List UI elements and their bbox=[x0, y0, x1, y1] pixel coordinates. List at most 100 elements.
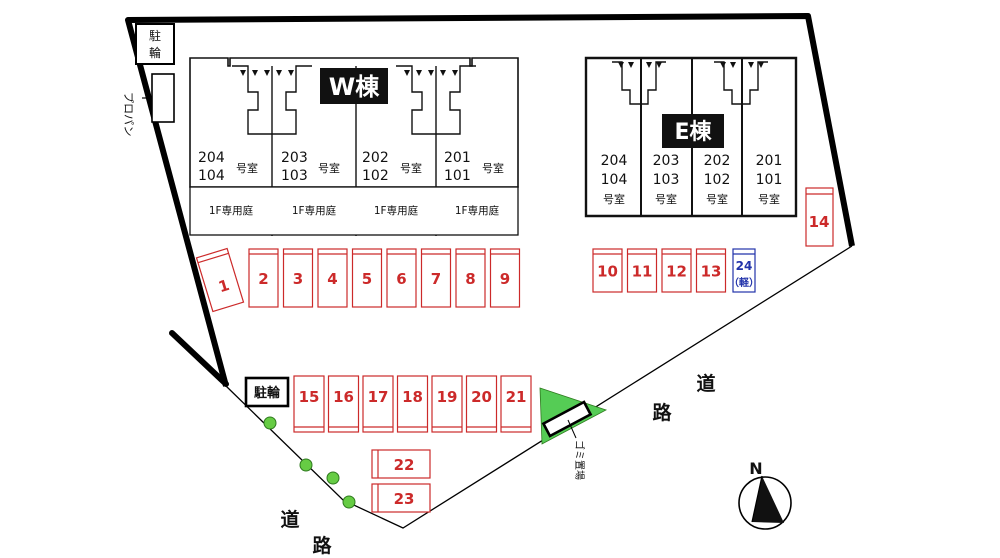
parking-spot-5-number: 5 bbox=[362, 270, 372, 288]
svg-text:102: 102 bbox=[362, 168, 389, 184]
svg-text:号室: 号室 bbox=[655, 192, 677, 206]
trees bbox=[263, 416, 356, 509]
svg-text:号室: 号室 bbox=[706, 192, 728, 206]
svg-text:204: 204 bbox=[601, 153, 628, 169]
parking-spot-6-number: 6 bbox=[396, 270, 406, 288]
west-building-label: W棟 bbox=[329, 73, 380, 101]
north-label: N bbox=[749, 459, 762, 478]
parking-row-bottom: 15 16 17 18 19 20 21 bbox=[293, 375, 532, 433]
propane-label: プロパン bbox=[122, 92, 135, 137]
svg-text:24: 24 bbox=[736, 259, 753, 273]
parking-spot-2: 2 bbox=[248, 248, 279, 308]
svg-text:102: 102 bbox=[704, 172, 731, 188]
road-right-char-2: 路 bbox=[652, 401, 672, 424]
parking-spot-4: 4 bbox=[317, 248, 348, 308]
garden-label-4: 1F専用庭 bbox=[455, 204, 500, 217]
propane-tank: プロパン bbox=[122, 73, 175, 137]
svg-text:202: 202 bbox=[704, 153, 731, 169]
parking-spot-3-number: 3 bbox=[293, 270, 303, 288]
road-edge bbox=[225, 245, 853, 529]
bicycle-parking-bottom: 駐輪 bbox=[244, 376, 290, 408]
parking-spot-7: 7 bbox=[420, 248, 452, 308]
compass: N bbox=[738, 459, 792, 530]
svg-text:201: 201 bbox=[756, 153, 783, 169]
parking-spot-1: 1 bbox=[195, 247, 245, 313]
parking-spot-20-number: 20 bbox=[471, 388, 492, 406]
tree bbox=[263, 416, 277, 430]
parking-spot-9: 9 bbox=[489, 248, 521, 308]
svg-text:22: 22 bbox=[394, 456, 415, 474]
parking-spot-15-number: 15 bbox=[299, 388, 320, 406]
garden-label-3: 1F専用庭 bbox=[374, 204, 419, 217]
garbage-area: ゴミ置場 bbox=[539, 387, 608, 480]
parking-spot-7-number: 7 bbox=[431, 270, 441, 288]
east-unit-3: 202 102 号室 bbox=[704, 153, 731, 206]
svg-text:駐輪: 駐輪 bbox=[254, 385, 281, 401]
svg-text:14: 14 bbox=[809, 213, 830, 231]
parking-spot-12-number: 12 bbox=[666, 263, 687, 281]
parking-spot-21: 21 bbox=[500, 375, 532, 433]
tree bbox=[342, 495, 356, 509]
east-building: E棟 204 104 号室 203 103 号室 202 102 号室 201 … bbox=[584, 56, 798, 218]
parking-spot-13-number: 13 bbox=[701, 263, 722, 281]
road-bottom-char-1: 道 bbox=[280, 508, 299, 531]
parking-spot-18: 18 bbox=[396, 375, 429, 433]
svg-text:号室: 号室 bbox=[236, 161, 258, 175]
parking-spot-18-number: 18 bbox=[402, 388, 423, 406]
west-building: W棟 204 104 号室 203 103 号室 202 102 号室 201 … bbox=[189, 57, 519, 236]
tree bbox=[326, 471, 340, 485]
bicycle-label-top-1: 駐 bbox=[149, 28, 161, 43]
parking-spot-9-number: 9 bbox=[500, 270, 510, 288]
svg-text:203: 203 bbox=[281, 150, 308, 166]
road-bottom-char-2: 路 bbox=[312, 534, 332, 557]
parking-spot-17-number: 17 bbox=[368, 388, 389, 406]
parking-spot-19: 19 bbox=[431, 375, 463, 433]
east-building-label: E棟 bbox=[674, 119, 712, 145]
svg-text:104: 104 bbox=[601, 172, 628, 188]
parking-spot-21-number: 21 bbox=[506, 388, 527, 406]
parking-spot-3: 3 bbox=[282, 248, 314, 308]
parking-spot-13: 13 bbox=[695, 248, 727, 293]
svg-text:103: 103 bbox=[281, 168, 308, 184]
parking-spot-11: 11 bbox=[626, 248, 658, 293]
parking-spot-23: 23 bbox=[371, 483, 431, 513]
parking-spot-19-number: 19 bbox=[437, 388, 458, 406]
parking-spot-2-number: 2 bbox=[258, 270, 268, 288]
west-unit-3: 202 102 号室 bbox=[362, 150, 422, 184]
property-boundary bbox=[125, 13, 855, 387]
svg-text:号室: 号室 bbox=[318, 161, 340, 175]
svg-text:23: 23 bbox=[394, 490, 415, 508]
svg-text:1: 1 bbox=[216, 276, 231, 296]
east-unit-1: 204 104 号室 bbox=[601, 153, 628, 206]
parking-spot-20: 20 bbox=[465, 375, 498, 433]
boundary-spur bbox=[169, 330, 229, 387]
parking-spot-24: 24 （軽） bbox=[729, 248, 759, 293]
parking-spot-8: 8 bbox=[455, 248, 486, 308]
west-unit-1: 204 104 号室 bbox=[198, 150, 258, 184]
svg-text:202: 202 bbox=[362, 150, 389, 166]
svg-text:（軽）: （軽） bbox=[729, 276, 759, 289]
east-unit-2: 203 103 号室 bbox=[653, 153, 680, 206]
garden-label-1: 1F専用庭 bbox=[209, 204, 254, 217]
parking-spot-6: 6 bbox=[386, 248, 417, 308]
svg-text:103: 103 bbox=[653, 172, 680, 188]
parking-spot-22: 22 bbox=[371, 449, 431, 479]
svg-text:104: 104 bbox=[198, 168, 225, 184]
west-unit-4: 201 101 号室 bbox=[444, 150, 504, 184]
parking-spot-12: 12 bbox=[661, 248, 692, 293]
svg-text:号室: 号室 bbox=[758, 192, 780, 206]
bicycle-parking-top: 駐 輪 bbox=[135, 23, 175, 65]
west-building-label-box bbox=[320, 68, 388, 104]
parking-spot-15: 15 bbox=[293, 375, 325, 433]
parking-spot-11-number: 11 bbox=[632, 263, 653, 281]
parking-spot-16: 16 bbox=[327, 375, 360, 433]
parking-spot-10-number: 10 bbox=[597, 263, 618, 281]
parking-spot-10: 10 bbox=[592, 248, 623, 293]
svg-text:号室: 号室 bbox=[603, 192, 625, 206]
parking-spot-8-number: 8 bbox=[465, 270, 475, 288]
east-unit-4: 201 101 号室 bbox=[756, 153, 783, 206]
bicycle-label-top-2: 輪 bbox=[149, 45, 161, 60]
tree bbox=[299, 458, 313, 472]
